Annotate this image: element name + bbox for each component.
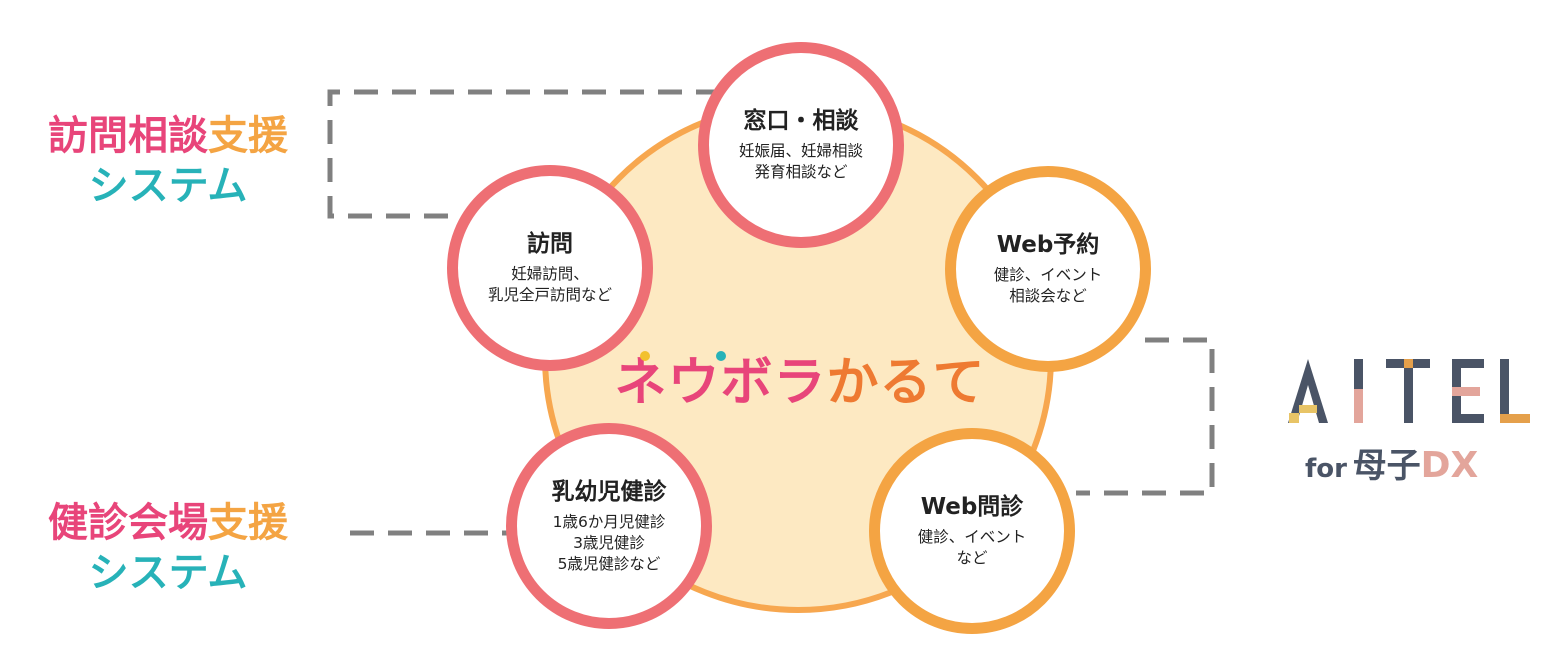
- node-line: 5歳児健診など: [557, 554, 661, 573]
- visit-support-part1: 訪問相談: [48, 113, 208, 159]
- node-title: Web問診: [920, 494, 1024, 520]
- aitel-for-text: for: [1305, 454, 1347, 484]
- node-title: Web予約: [996, 232, 1100, 258]
- node-title: 訪問: [527, 231, 573, 257]
- aitel-letter-l: [1500, 359, 1530, 423]
- checkup-support-part2: 支援: [208, 500, 288, 546]
- node-line: 発育相談など: [754, 163, 848, 181]
- node-line: 妊娠届、妊婦相談: [738, 142, 863, 160]
- node-line: 乳児全戸訪問など: [487, 286, 612, 304]
- node-web-yoyaku: Web予約 健診、イベント 相談会など: [945, 166, 1151, 372]
- aitel-letter-t: [1386, 359, 1430, 423]
- visit-support-line2: システム: [88, 163, 248, 209]
- center-title-part1: ネウボラ: [614, 353, 827, 413]
- aitel-connector: [1076, 337, 1215, 496]
- node-line: 妊婦訪問、: [511, 265, 589, 283]
- aitel-letter-e: [1452, 359, 1484, 423]
- yellow-dot-icon: [640, 351, 650, 361]
- visit-support-label: 訪問相談支援 システム: [18, 111, 318, 211]
- center-title: ネウボラかるて: [560, 348, 1040, 418]
- node-line: 1歳6か月児健診: [552, 512, 666, 531]
- center-title-part2: かるて: [826, 353, 986, 413]
- visit-support-connector: [327, 89, 720, 219]
- aitel-boshi-text: 母子: [1352, 446, 1421, 486]
- node-title: 窓口・相談: [743, 108, 859, 134]
- checkup-support-line2: システム: [88, 550, 248, 596]
- aitel-letter-i: [1354, 359, 1363, 423]
- aitel-logo: [1288, 359, 1530, 423]
- node-title: 乳幼児健診: [551, 478, 667, 505]
- aitel-letter-a: [1288, 359, 1328, 423]
- node-web-monshin: Web問診 健診、イベント など: [869, 428, 1075, 634]
- node-line: 相談会など: [1009, 287, 1087, 305]
- node-line: 健診、イベント: [993, 266, 1103, 284]
- aitel-dx-text: DX: [1420, 445, 1479, 486]
- checkup-support-label: 健診会場支援 システム: [18, 498, 318, 598]
- aitel-subtitle: for 母子DX: [1305, 438, 1505, 486]
- node-line: など: [956, 549, 988, 567]
- teal-dot-icon: [716, 351, 726, 361]
- node-line: 3歳児健診: [573, 533, 645, 552]
- checkup-support-part1: 健診会場: [48, 500, 208, 546]
- node-line: 健診、イベント: [917, 528, 1027, 546]
- node-houmon: 訪問 妊婦訪問、 乳児全戸訪問など: [447, 165, 653, 371]
- node-nyuyouji: 乳幼児健診 1歳6か月児健診 3歳児健診 5歳児健診など: [506, 423, 712, 629]
- visit-support-part2: 支援: [208, 113, 288, 159]
- node-madoguchi: 窓口・相談 妊娠届、妊婦相談 発育相談など: [698, 42, 904, 248]
